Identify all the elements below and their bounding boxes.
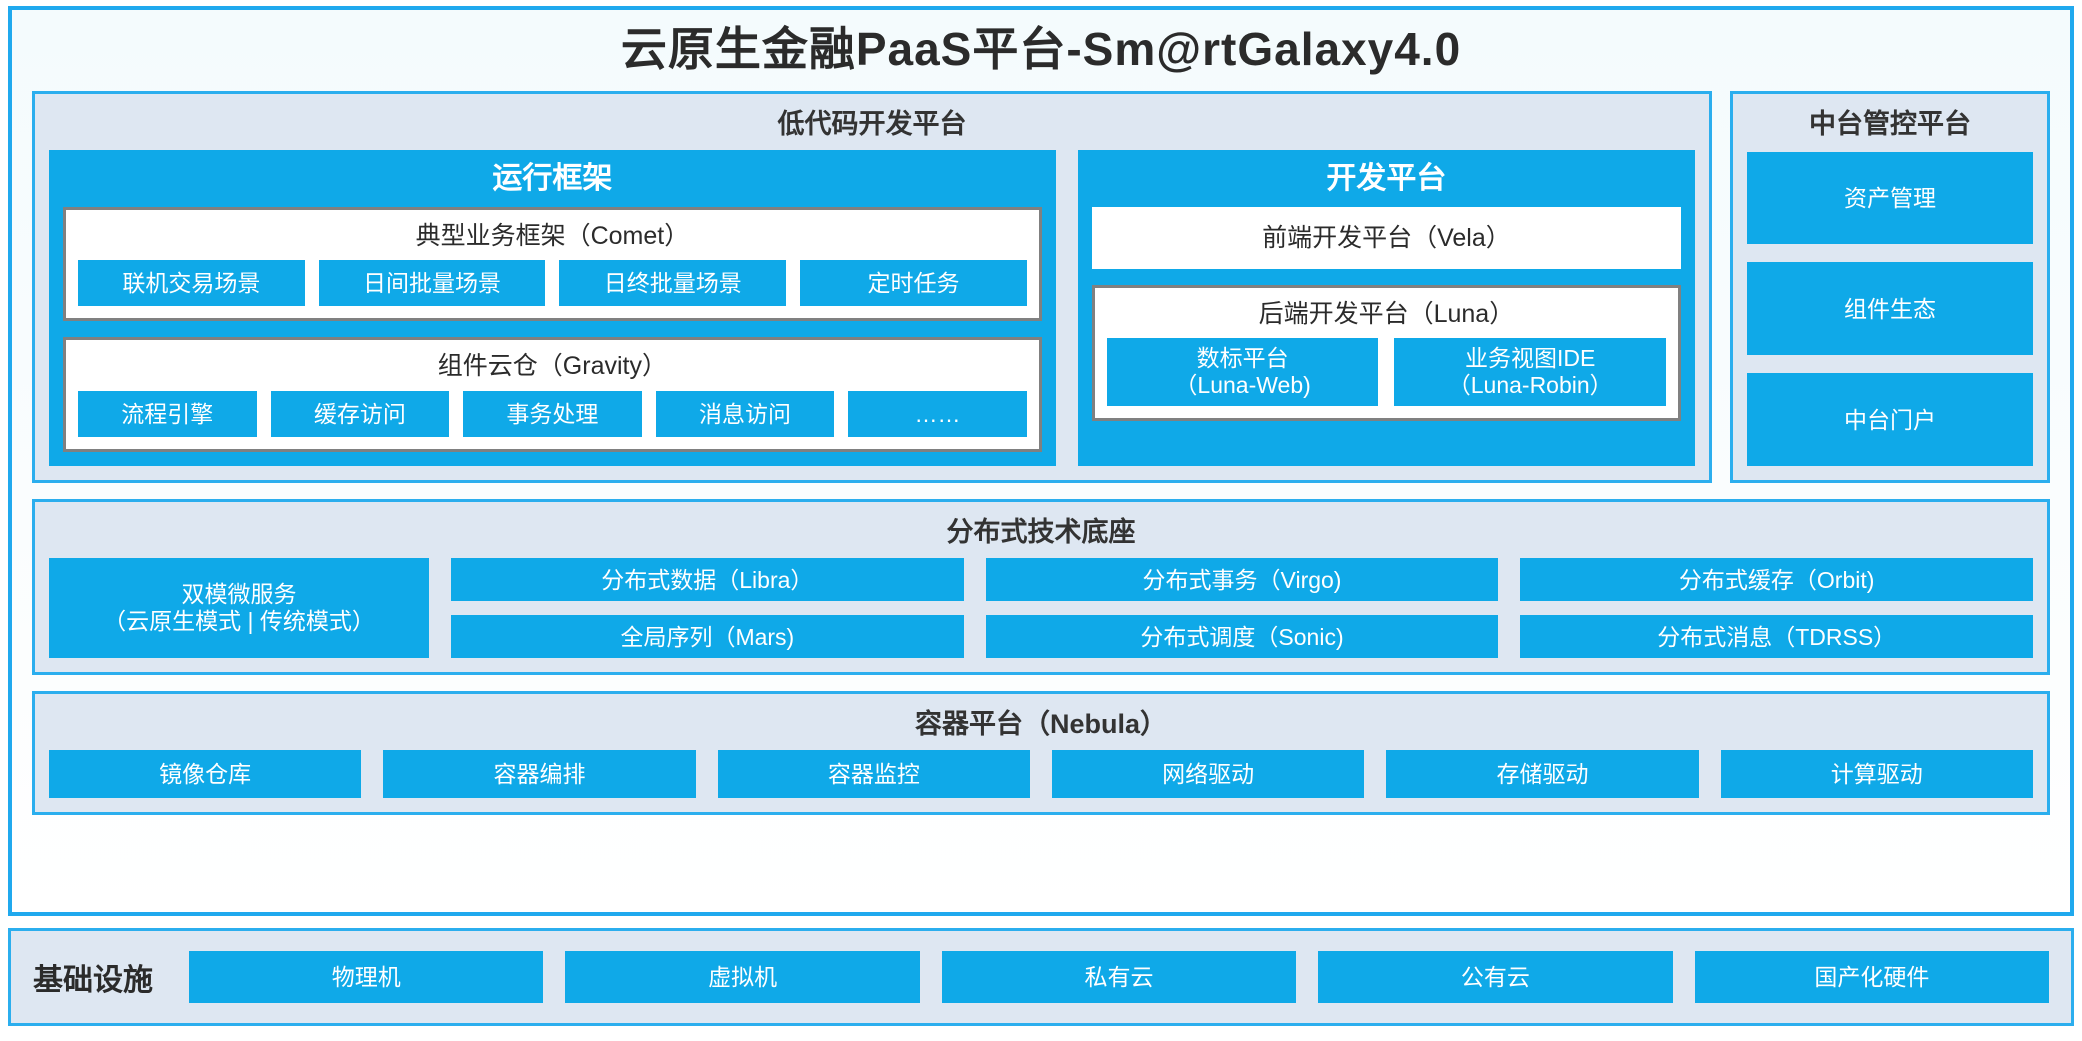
infrastructure-label: 基础设施 bbox=[33, 964, 153, 997]
development-platform-card: 开发平台 前端开发平台（Vela） 后端开发平台（Luna） 数标平台 （L bbox=[1077, 149, 1695, 467]
top-row: 低代码开发平台 运行框架 典型业务框架（Comet） 联机交易场景 日间批量场景 bbox=[32, 90, 2050, 484]
comet-chip[interactable]: 日终批量场景 bbox=[559, 260, 787, 307]
luna-backend-box: 后端开发平台（Luna） 数标平台 （Luna-Web) bbox=[1091, 284, 1681, 422]
container-chip[interactable]: 容器监控 bbox=[717, 750, 1030, 799]
dual-mode-line1: 双模微服务 bbox=[181, 580, 297, 607]
middle-platform-title: 中台管控平台 bbox=[1809, 108, 1971, 139]
dual-mode-line2: （云原生模式 | 传统模式） bbox=[103, 608, 375, 635]
luna-web-line1: 数标平台 bbox=[1196, 344, 1289, 371]
comet-chip[interactable]: 联机交易场景 bbox=[78, 260, 305, 307]
runtime-framework-card: 运行框架 典型业务框架（Comet） 联机交易场景 日间批量场景 日终批量场景 … bbox=[49, 149, 1056, 467]
container-chip[interactable]: 存储驱动 bbox=[1386, 750, 1699, 799]
distributed-chip[interactable]: 分布式消息（TDRSS） bbox=[1520, 615, 2034, 659]
comet-chip[interactable]: 定时任务 bbox=[800, 260, 1027, 307]
distributed-foundation-panel: 分布式技术底座 双模微服务 （云原生模式 | 传统模式） 分布式数据（Libra… bbox=[32, 499, 2050, 676]
comet-chip[interactable]: 日间批量场景 bbox=[318, 260, 546, 307]
distributed-chip[interactable]: 全局序列（Mars) bbox=[451, 615, 964, 659]
page-title: 云原生金融PaaS平台-Sm@rtGalaxy4.0 bbox=[620, 23, 1462, 75]
comet-title: 典型业务框架（Comet） bbox=[415, 221, 690, 250]
gravity-box: 组件云仓（Gravity） 流程引擎 缓存访问 事务处理 消息访问 …… bbox=[63, 337, 1042, 453]
development-platform-stack: 前端开发平台（Vela） 后端开发平台（Luna） 数标平台 （Luna-Web… bbox=[1091, 206, 1681, 453]
development-platform-title: 开发平台 bbox=[1326, 161, 1447, 195]
distributed-column-1: 分布式数据（Libra） 全局序列（Mars) bbox=[451, 558, 964, 659]
gravity-title: 组件云仓（Gravity） bbox=[437, 352, 667, 381]
gravity-chip-more[interactable]: …… bbox=[848, 391, 1027, 438]
gravity-chip[interactable]: 事务处理 bbox=[463, 391, 642, 438]
lowcode-platform-panel: 低代码开发平台 运行框架 典型业务框架（Comet） 联机交易场景 日间批量场景 bbox=[32, 90, 1712, 484]
container-chip[interactable]: 网络驱动 bbox=[1051, 750, 1365, 799]
infrastructure-chip[interactable]: 物理机 bbox=[189, 951, 544, 1003]
infrastructure-chip[interactable]: 私有云 bbox=[941, 951, 1297, 1003]
container-chip[interactable]: 计算驱动 bbox=[1720, 750, 2033, 799]
infrastructure-bar: 基础设施 物理机 虚拟机 私有云 公有云 国产化硬件 bbox=[8, 928, 2074, 1026]
infrastructure-chips: 物理机 虚拟机 私有云 公有云 国产化硬件 bbox=[189, 951, 2050, 1003]
gravity-chip[interactable]: 缓存访问 bbox=[270, 391, 450, 438]
dual-mode-microservice-chip[interactable]: 双模微服务 （云原生模式 | 传统模式） bbox=[49, 558, 429, 659]
distributed-chip[interactable]: 分布式事务（Virgo) bbox=[985, 558, 1499, 602]
container-platform-panel: 容器平台（Nebula） 镜像仓库 容器编排 容器监控 网络驱动 存储驱动 计算… bbox=[32, 691, 2050, 816]
container-chip[interactable]: 容器编排 bbox=[383, 750, 696, 799]
middle-platform-chip[interactable]: 资产管理 bbox=[1747, 151, 2033, 245]
distributed-foundation-title: 分布式技术底座 bbox=[946, 517, 1136, 548]
gravity-chip-row: 流程引擎 缓存访问 事务处理 消息访问 …… bbox=[78, 391, 1027, 438]
distributed-chip[interactable]: 分布式数据（Libra） bbox=[451, 558, 964, 602]
distributed-chip[interactable]: 分布式缓存（Orbit) bbox=[1520, 558, 2034, 602]
middle-platform-chip[interactable]: 组件生态 bbox=[1747, 262, 2033, 356]
gravity-chip[interactable]: 流程引擎 bbox=[78, 391, 257, 438]
distributed-chip[interactable]: 分布式调度（Sonic) bbox=[985, 615, 1499, 659]
runtime-framework-title: 运行框架 bbox=[492, 161, 613, 195]
distributed-column-2: 分布式事务（Virgo) 分布式调度（Sonic) bbox=[985, 558, 1499, 659]
infrastructure-chip[interactable]: 虚拟机 bbox=[565, 951, 920, 1003]
distributed-column-3: 分布式缓存（Orbit) 分布式消息（TDRSS） bbox=[1520, 558, 2034, 659]
lowcode-platform-title: 低代码开发平台 bbox=[777, 108, 967, 139]
luna-robin-line2: （Luna-Robin） bbox=[1447, 372, 1613, 399]
distributed-foundation-body: 双模微服务 （云原生模式 | 传统模式） 分布式数据（Libra） 全局序列（M… bbox=[49, 558, 2034, 659]
middle-platform-panel: 中台管控平台 资产管理 组件生态 中台门户 bbox=[1730, 90, 2050, 484]
luna-chip-row: 数标平台 （Luna-Web) 业务视图IDE （Luna-Robin） bbox=[1106, 338, 1667, 407]
luna-robin-chip[interactable]: 业务视图IDE （Luna-Robin） bbox=[1394, 338, 1667, 407]
dual-mode-microservice-column: 双模微服务 （云原生模式 | 传统模式） bbox=[49, 558, 429, 659]
vela-frontend-box[interactable]: 前端开发平台（Vela） bbox=[1091, 206, 1681, 269]
infrastructure-chip[interactable]: 公有云 bbox=[1318, 951, 1673, 1003]
middle-platform-chips: 资产管理 组件生态 中台门户 bbox=[1747, 150, 2033, 467]
luna-title: 后端开发平台（Luna） bbox=[1258, 299, 1515, 328]
runtime-framework-stack: 典型业务框架（Comet） 联机交易场景 日间批量场景 日终批量场景 定时任务 … bbox=[63, 206, 1042, 453]
gravity-chip[interactable]: 消息访问 bbox=[655, 391, 835, 438]
main-frame: 云原生金融PaaS平台-Sm@rtGalaxy4.0 低代码开发平台 运行框架 … bbox=[8, 6, 2074, 916]
luna-web-chip[interactable]: 数标平台 （Luna-Web) bbox=[1106, 338, 1379, 407]
comet-chip-row: 联机交易场景 日间批量场景 日终批量场景 定时任务 bbox=[78, 260, 1027, 307]
comet-box: 典型业务框架（Comet） 联机交易场景 日间批量场景 日终批量场景 定时任务 bbox=[63, 206, 1042, 322]
middle-platform-chip[interactable]: 中台门户 bbox=[1747, 373, 2033, 467]
luna-robin-line1: 业务视图IDE bbox=[1465, 344, 1596, 371]
infrastructure-chip[interactable]: 国产化硬件 bbox=[1694, 951, 2050, 1003]
container-platform-chips: 镜像仓库 容器编排 容器监控 网络驱动 存储驱动 计算驱动 bbox=[49, 750, 2033, 799]
container-chip[interactable]: 镜像仓库 bbox=[49, 750, 362, 799]
luna-web-line2: （Luna-Web) bbox=[1174, 372, 1311, 399]
lowcode-platform-body: 运行框架 典型业务框架（Comet） 联机交易场景 日间批量场景 日终批量场景 … bbox=[49, 149, 1695, 467]
container-platform-title: 容器平台（Nebula） bbox=[914, 709, 1168, 740]
